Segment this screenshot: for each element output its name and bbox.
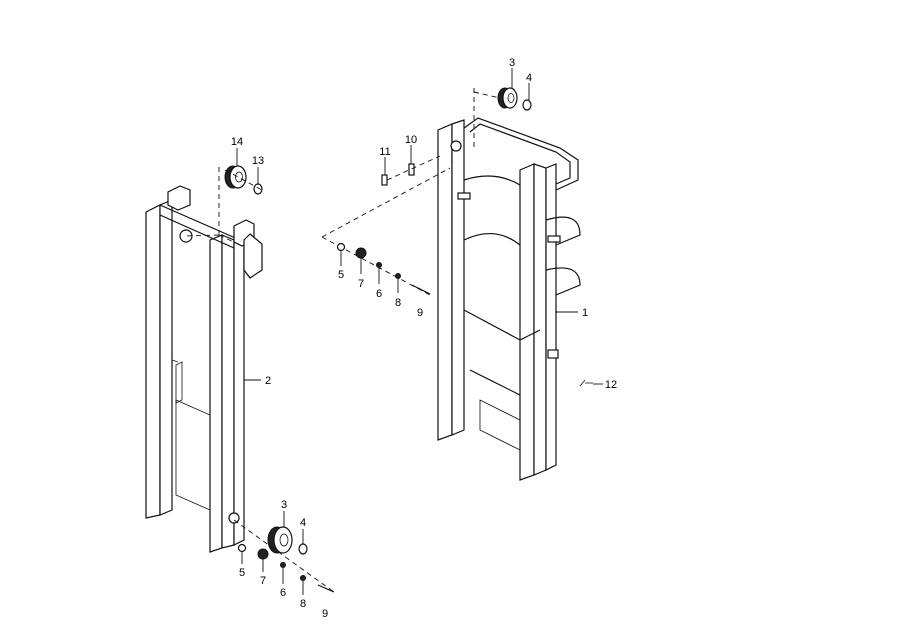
callout-8: 8 — [395, 297, 401, 309]
callout-10: 10 — [405, 134, 417, 146]
callout-7: 7 — [358, 278, 364, 290]
callout-13: 13 — [252, 155, 264, 167]
callout-9-left: 9 — [322, 608, 328, 620]
callout-5-left: 5 — [239, 567, 245, 579]
pin-10 — [408, 163, 415, 176]
callout-3: 3 — [509, 57, 515, 69]
callout-5: 5 — [338, 269, 344, 281]
callout-8-left: 8 — [300, 598, 306, 610]
callout-6: 6 — [376, 288, 382, 300]
snap-ring-4-left — [298, 543, 308, 555]
callout-9: 9 — [417, 307, 423, 319]
roller-bearing-3-right — [497, 87, 518, 109]
inner-mast-part-2 — [145, 185, 263, 553]
snap-ring-4-right — [522, 99, 532, 111]
callout-6-left: 6 — [280, 587, 286, 599]
leader-lines — [236, 68, 603, 595]
callout-3-left: 3 — [281, 499, 287, 511]
callout-12: 12 — [605, 379, 617, 391]
pin-11 — [381, 174, 388, 186]
callout-11: 11 — [379, 146, 390, 158]
callout-7-left: 7 — [260, 575, 266, 587]
outer-mast-part-1 — [437, 117, 581, 481]
callout-4-left: 4 — [300, 517, 306, 529]
roller-bearing-14 — [224, 165, 247, 189]
callout-1: 1 — [582, 307, 588, 319]
callout-14: 14 — [231, 136, 243, 148]
callout-4: 4 — [526, 72, 532, 84]
callout-2: 2 — [265, 375, 271, 387]
